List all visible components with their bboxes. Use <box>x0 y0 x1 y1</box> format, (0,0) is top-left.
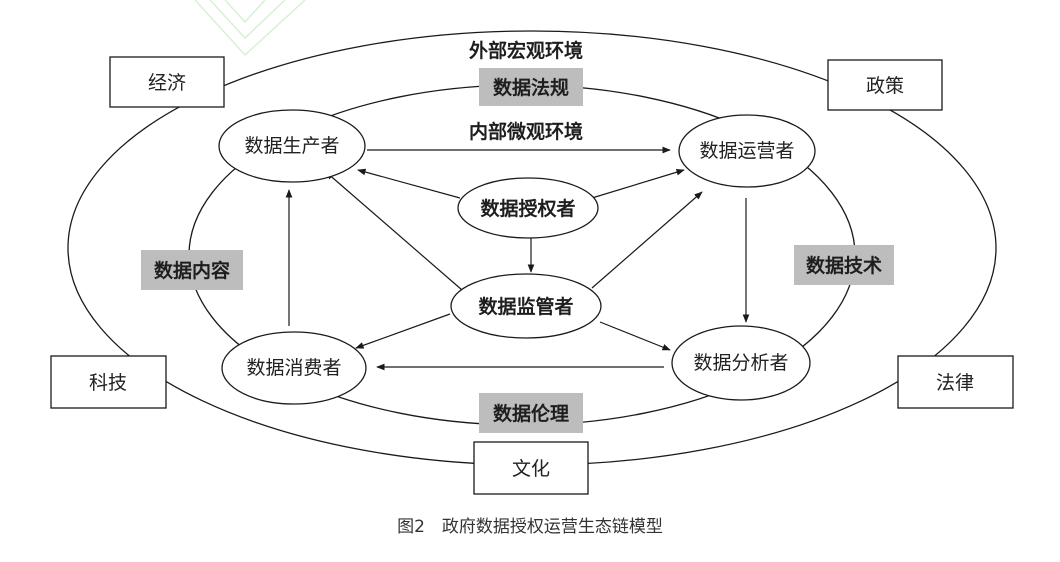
attr-label-regulation-text: 数据法规 <box>493 76 569 99</box>
outer-environment-label: 外部宏观环境 <box>469 39 583 62</box>
attr-label-tech-text: 数据技术 <box>806 254 882 277</box>
role-analyst: 数据分析者 <box>671 325 811 401</box>
env-box-policy-label: 政策 <box>866 75 904 97</box>
attr-label-content: 数据内容 <box>141 250 243 290</box>
env-box-economy: 经济 <box>109 56 225 108</box>
env-box-economy-label: 经济 <box>148 72 186 94</box>
figure-caption: 图2 政府数据授权运营生态链模型 <box>397 517 663 537</box>
inner-environment-label: 内部微观环境 <box>469 120 583 143</box>
env-box-culture: 文化 <box>473 441 589 495</box>
role-supervisor-label: 数据监管者 <box>478 295 573 318</box>
arrow-supervisor-to-operator <box>591 191 703 289</box>
role-consumer: 数据消费者 <box>221 331 367 405</box>
role-authorizer-label: 数据授权者 <box>480 197 575 220</box>
role-supervisor: 数据监管者 <box>450 273 602 339</box>
flow-arrows <box>285 146 750 371</box>
env-box-technology-label: 科技 <box>89 372 127 394</box>
role-operator: 数据运营者 <box>678 114 816 188</box>
arrow-supervisor-to-consumer <box>355 313 451 349</box>
role-authorizer: 数据授权者 <box>457 177 599 239</box>
env-box-law-label: 法律 <box>936 372 974 394</box>
attr-label-tech: 数据技术 <box>794 245 894 285</box>
role-producer: 数据生产者 <box>218 109 366 183</box>
env-box-culture-label: 文化 <box>512 458 550 480</box>
role-producer-label: 数据生产者 <box>244 135 339 157</box>
attr-label-content-text: 数据内容 <box>154 259 230 282</box>
decorative-lines <box>194 0 306 57</box>
role-consumer-label: 数据消费者 <box>246 357 341 379</box>
env-box-technology: 科技 <box>50 355 167 409</box>
attr-label-ethics: 数据伦理 <box>479 393 583 433</box>
arrow-authorizer-to-producer <box>357 168 461 199</box>
arrow-authorizer-to-operator <box>591 168 685 199</box>
arrow-supervisor-to-analyst <box>599 321 671 351</box>
attr-label-regulation: 数据法规 <box>479 68 583 106</box>
attr-label-ethics-text: 数据伦理 <box>493 402 569 425</box>
role-operator-label: 数据运营者 <box>699 140 794 162</box>
arrow-supervisor-to-producer <box>325 171 463 291</box>
env-box-policy: 政策 <box>827 59 943 111</box>
env-box-law: 法律 <box>897 355 1014 409</box>
role-analyst-label: 数据分析者 <box>693 352 788 374</box>
